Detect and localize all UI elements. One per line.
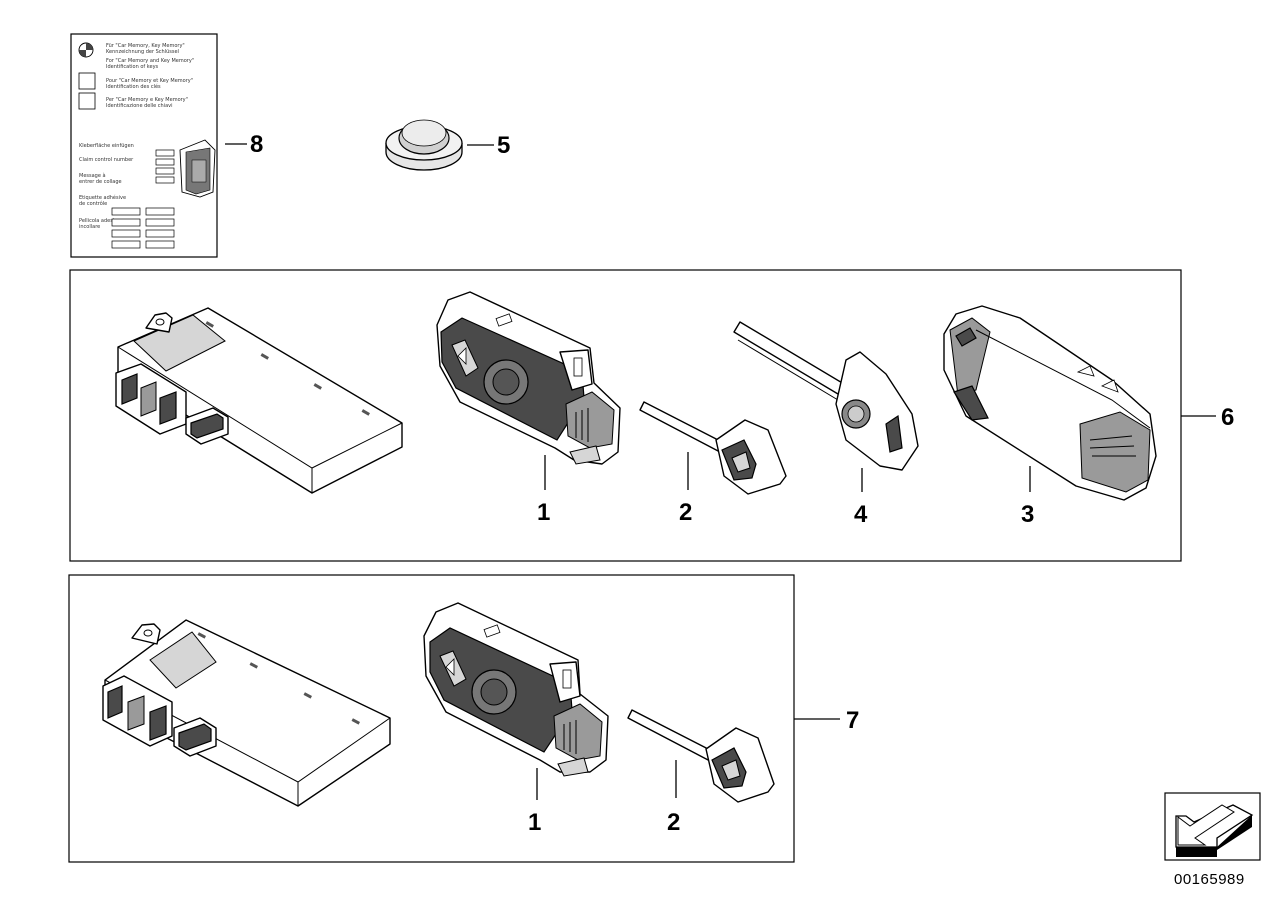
card-line-4: Identification of keys (106, 64, 159, 70)
card-line-13: Etiquette adhésive (79, 194, 126, 201)
callout-6: 6 (1221, 404, 1234, 431)
card-line-15: Pellicola adesiva (79, 218, 120, 224)
callout-8: 8 (250, 131, 263, 158)
card-line-6: Identification des clés (106, 83, 161, 90)
document-number: 00165989 (1174, 871, 1245, 888)
control-unit-lower (102, 619, 391, 807)
card-line-12: entrer de collage (79, 179, 122, 185)
callout-2-upper: 2 (679, 499, 692, 526)
mechanical-key (733, 321, 919, 471)
callout-5: 5 (497, 132, 510, 159)
key-housing (943, 305, 1157, 501)
callout-2-lower: 2 (667, 809, 680, 836)
key-identification-card: Für "Car Memory, Key Memory" Kennzeichnu… (70, 33, 218, 258)
card-line-9: Kleberfläche einfügen (79, 143, 134, 149)
key-fob-upper (436, 291, 621, 465)
card-line-3: For "Car Memory and Key Memory" (106, 58, 194, 64)
callout-1-upper: 1 (537, 499, 550, 526)
emergency-key-upper (639, 401, 787, 495)
card-line-10: Claim control number (79, 157, 134, 163)
card-line-8: Identificazione delle chiavi (106, 103, 173, 109)
card-line-16: incollare (79, 224, 100, 230)
card-line-1: Für "Car Memory, Key Memory" (106, 43, 185, 49)
callout-7: 7 (846, 707, 859, 734)
callout-1-lower: 1 (528, 809, 541, 836)
control-unit-upper (115, 307, 403, 494)
card-line-14: de contrôle (79, 200, 107, 207)
key-fob-lower (423, 602, 609, 777)
card-line-5: Pour "Car Memory et Key Memory" (106, 78, 193, 84)
callout-4: 4 (854, 501, 868, 528)
callout-3: 3 (1021, 501, 1034, 528)
arrow-return-icon (1164, 792, 1261, 861)
emergency-key-lower (627, 709, 775, 803)
card-line-2: Kennzeichnung der Schlüssel (106, 49, 179, 55)
card-line-11: Message à (79, 172, 106, 179)
battery-cell (385, 119, 463, 171)
card-line-7: Per "Car Memory e Key Memory" (106, 97, 188, 103)
